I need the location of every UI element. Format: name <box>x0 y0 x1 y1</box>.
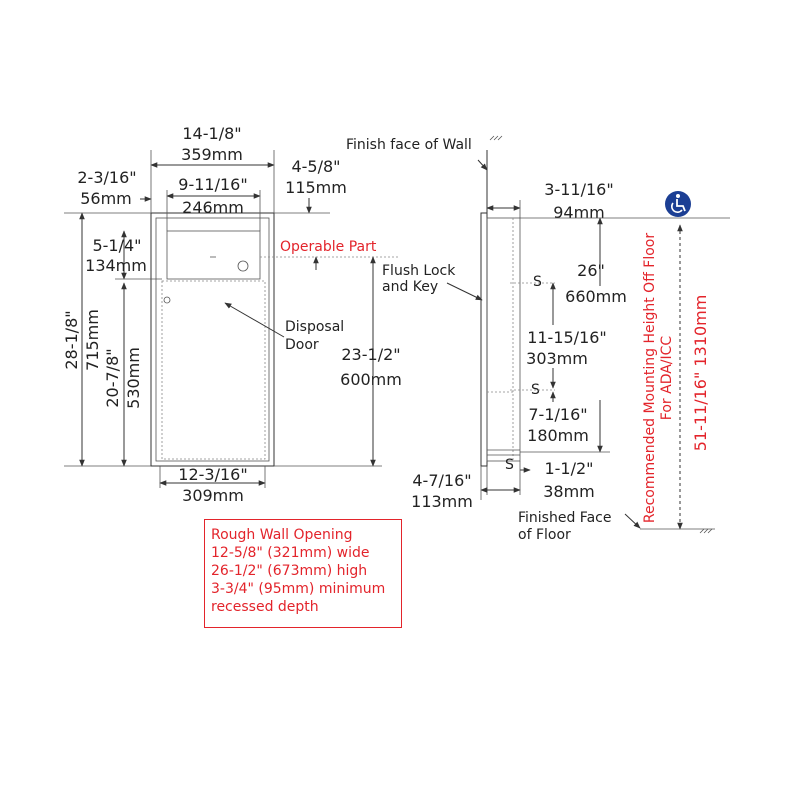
right-offset-metric: 115mm <box>285 178 347 197</box>
dim-4-7-metric: 113mm <box>411 492 473 511</box>
operable-height-imperial: 23-1/2" <box>341 345 400 364</box>
finish-face-wall-label: Finish face of Wall <box>346 137 472 153</box>
depth-top-imperial: 3-11/16" <box>544 180 613 199</box>
front-view: 14-1/8" 359mm 9-11/16" 246mm 2-3/16" 56m… <box>62 124 402 505</box>
door-lock-icon <box>163 296 171 304</box>
cabinet-side-body <box>486 217 521 462</box>
left-offset-imperial: 2-3/16" <box>77 168 136 187</box>
s-mark-3: S <box>505 457 514 473</box>
cabinet-outline <box>150 212 275 467</box>
rough-opening-line: 26-1/2" (673mm) high <box>211 563 368 579</box>
top-panel-height-imperial: 5-1/4" <box>92 236 141 255</box>
rough-opening-title: Rough Wall Opening <box>211 527 353 543</box>
operable-part-label: Operable Part <box>280 239 377 255</box>
dim-1-half-imperial: 1-1/2" <box>544 459 593 478</box>
dim-1-half-metric: 38mm <box>543 482 595 501</box>
dim-26-metric: 660mm <box>565 287 627 306</box>
door-height-imperial: 20-7/8" <box>103 348 122 407</box>
overall-height-metric: 715mm <box>83 309 102 371</box>
top-panel-lock <box>237 260 249 272</box>
right-offset-imperial: 4-5/8" <box>291 157 340 176</box>
finished-floor-label-2: of Floor <box>518 527 571 543</box>
overall-height-imperial: 28-1/8" <box>62 310 81 369</box>
overall-width-metric: 359mm <box>181 145 243 164</box>
operable-height-metric: 600mm <box>340 370 402 389</box>
left-offset-metric: 56mm <box>80 189 132 208</box>
flush-lock-label-2: and Key <box>382 279 438 295</box>
top-panel <box>166 230 261 280</box>
rough-opening-line: 12-5/8" (321mm) wide <box>211 545 370 561</box>
rough-opening-line: recessed depth <box>211 599 319 615</box>
bottom-width-metric: 309mm <box>182 486 244 505</box>
finished-floor-label-1: Finished Face <box>518 510 611 526</box>
disposal-door <box>161 280 266 460</box>
mounting-height-label-1: Recommended Mounting Height Off Floor <box>642 233 658 523</box>
dim-7-metric: 180mm <box>527 426 589 445</box>
dim-11-metric: 303mm <box>526 349 588 368</box>
dim-4-7-imperial: 4-7/16" <box>412 471 471 490</box>
rough-opening-box: Rough Wall Opening 12-5/8" (321mm) wide … <box>204 519 402 628</box>
dim-7-imperial: 7-1/16" <box>528 405 587 424</box>
cabinet-side-flange <box>480 212 488 467</box>
mounting-height-label-2: For ADA/ICC <box>659 336 675 421</box>
inner-width-imperial: 9-11/16" <box>178 175 247 194</box>
overall-width-imperial: 14-1/8" <box>182 124 241 143</box>
cabinet-inner-outline <box>155 217 270 462</box>
side-view: Finish face of Wall Flush Lock and Key 3… <box>346 135 730 543</box>
disposal-door-label-1: Disposal <box>285 319 344 335</box>
wheelchair-icon <box>665 191 691 217</box>
top-panel-height-metric: 134mm <box>85 256 147 275</box>
s-mark-1: S <box>533 274 542 290</box>
rough-opening-line: 3-3/4" (95mm) minimum <box>211 581 386 597</box>
depth-top-metric: 94mm <box>553 203 605 222</box>
door-height-metric: 530mm <box>124 347 143 409</box>
dim-11-imperial: 11-15/16" <box>527 328 607 347</box>
inner-width-metric: 246mm <box>182 198 244 217</box>
mounting-height-value: 51-11/16" 1310mm <box>691 295 710 452</box>
disposal-door-label-2: Door <box>285 337 319 353</box>
dim-26-imperial: 26" <box>577 261 605 280</box>
flush-lock-label-1: Flush Lock <box>382 263 456 279</box>
bottom-width-imperial: 12-3/16" <box>178 465 247 484</box>
